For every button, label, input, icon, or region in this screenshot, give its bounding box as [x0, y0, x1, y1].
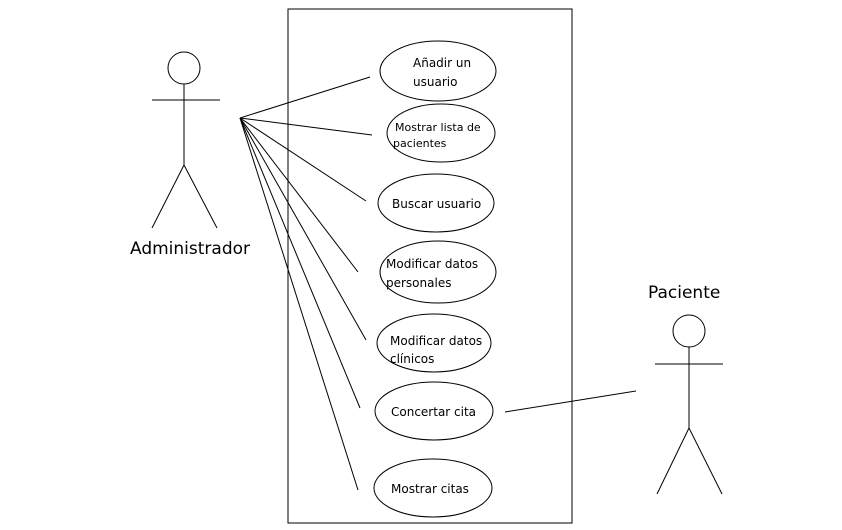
use-case-uc7: Mostrar citas [373, 458, 493, 518]
use-case-oval [377, 173, 495, 233]
association-line [239, 117, 367, 341]
use-case-uc2: Mostrar lista de pacientes [386, 103, 496, 163]
association-line [239, 76, 371, 119]
use-case-label: personales [386, 276, 451, 290]
actor-head-icon [672, 314, 706, 348]
actor-left-leg [151, 164, 185, 229]
system-boundary [287, 8, 573, 524]
use-case-label: Modificar datos [386, 257, 478, 271]
association-line [504, 390, 637, 413]
use-case-uc4: Modificar datos personales [379, 240, 497, 304]
use-case-label: usuario [413, 75, 457, 89]
actor-right-leg [183, 164, 218, 229]
use-case-oval [379, 40, 497, 102]
actor-head-icon [167, 51, 201, 85]
use-case-uc5: Modificar datos clínicos [376, 313, 492, 373]
actor-right-leg [688, 427, 723, 495]
use-case-oval [379, 240, 497, 304]
use-case-label: Mostrar lista de [395, 121, 481, 134]
use-case-label: Concertar cita [391, 405, 476, 419]
actor-name-administrador: Administrador [130, 239, 250, 259]
use-case-label: Añadir un [413, 56, 471, 70]
use-case-label: Buscar usuario [392, 197, 481, 211]
use-case-oval [376, 313, 492, 373]
use-case-label: Mostrar citas [391, 482, 469, 496]
use-case-oval [386, 103, 496, 163]
use-case-label: pacientes [393, 137, 447, 150]
association-line [239, 117, 373, 136]
association-line [239, 117, 359, 491]
actor-administrador: Administrador [130, 51, 250, 259]
association-line [239, 117, 361, 409]
use-case-uc3: Buscar usuario [377, 173, 495, 233]
use-case-oval [373, 458, 493, 518]
use-case-label: Modificar datos [390, 334, 482, 348]
associations [239, 76, 637, 491]
actor-name-paciente: Paciente [648, 283, 720, 303]
use-case-label: clínicos [390, 352, 434, 366]
use-case-uc6: Concertar cita [374, 381, 494, 441]
association-line [239, 117, 367, 202]
use-case-oval [374, 381, 494, 441]
association-line [239, 117, 359, 273]
actor-left-leg [656, 427, 690, 495]
actor-paciente: Paciente [648, 283, 723, 495]
use-case-uc1: Añadir un usuario [379, 40, 497, 102]
